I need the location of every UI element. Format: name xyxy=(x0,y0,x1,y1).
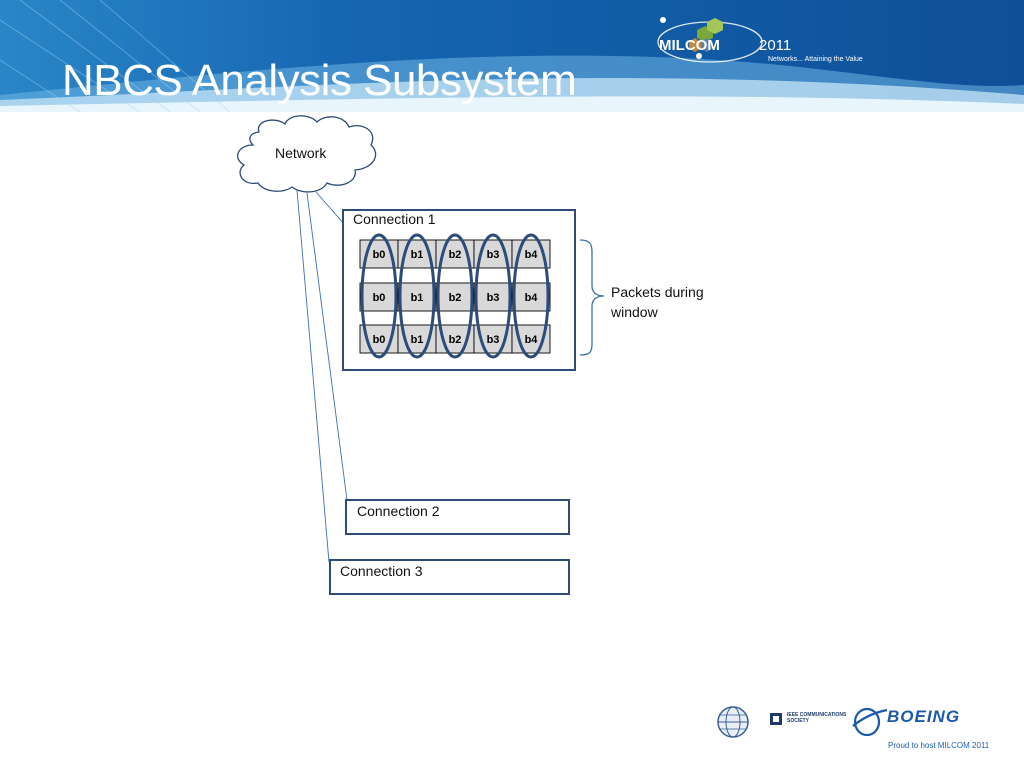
milcom-logo: MILCOM 2011 Networks... Attaining the Va… xyxy=(655,12,895,72)
packet-cell-label: b0 xyxy=(373,334,386,346)
packet-cell-label: b3 xyxy=(487,249,500,261)
milcom-year: 2011 xyxy=(759,37,792,54)
packets-window-label: Packets during window xyxy=(611,284,704,320)
network-label: Network xyxy=(275,145,327,161)
slide-title: NBCS Analysis Subsystem xyxy=(62,56,577,105)
packet-cell-label: b1 xyxy=(411,334,424,346)
packet-column-ellipse xyxy=(436,233,474,359)
packet-cell-label: b2 xyxy=(449,334,462,346)
packet-cell-label: b1 xyxy=(411,292,424,304)
afcea-globe-icon xyxy=(717,706,749,738)
packet-cell-label: b3 xyxy=(487,292,500,304)
packet-cell-label: b0 xyxy=(373,292,386,304)
window-brace xyxy=(579,239,605,356)
connection-2-label: Connection 2 xyxy=(357,503,440,519)
connection-2-box xyxy=(345,499,570,535)
packet-cell-label: b2 xyxy=(449,292,462,304)
network-cloud-icon xyxy=(236,115,377,193)
ieee-comsoc-icon xyxy=(770,713,782,725)
packet-cell-label: b4 xyxy=(525,292,539,304)
link-connection-3 xyxy=(296,189,330,563)
packet-column-ellipse xyxy=(360,233,398,359)
footer-logo-graphics xyxy=(717,706,888,738)
packet-column-ellipse xyxy=(474,233,512,359)
milcom-tagline: Networks... Attaining the Value xyxy=(768,56,863,63)
packet-column-ellipse xyxy=(512,233,550,359)
boeing-wordmark: BOEING xyxy=(887,707,961,726)
packet-column-ellipse xyxy=(398,233,436,359)
proud-host-text: Proud to host MILCOM 2011 xyxy=(888,741,990,750)
packet-cell xyxy=(511,282,551,312)
packet-cell-label: b4 xyxy=(525,334,539,346)
ieee-comsoc-text: IEEE COMMUNICATIONS SOCIETY xyxy=(787,712,847,724)
packet-cell-label: b1 xyxy=(411,249,424,261)
connection-3-label: Connection 3 xyxy=(340,563,423,579)
packet-cell-label: b2 xyxy=(449,249,462,261)
milcom-name: MILCOM xyxy=(659,37,720,54)
packet-cell xyxy=(359,282,399,312)
column-ellipses xyxy=(360,233,550,359)
packet-cell xyxy=(435,282,475,312)
packet-rows: b0 b1 b2 b3 b4 b0 b1 b2 b3 b4 b0 b1 b2 b3 b4 xyxy=(359,239,551,354)
packet-cell-label: b4 xyxy=(525,249,539,261)
connection-3-box xyxy=(329,559,570,595)
header-banner: NBCS Analysis Subsystem MILCOM 2011 Netw… xyxy=(0,0,1024,112)
connection-1-label: Connection 1 xyxy=(353,211,436,227)
boeing-logo-icon xyxy=(852,707,888,737)
packet-cell xyxy=(397,282,437,312)
packet-cell-label: b3 xyxy=(487,334,500,346)
packet-cell xyxy=(473,282,513,312)
footer-logos: IEEE COMMUNICATIONS SOCIETY BOEING Proud… xyxy=(715,704,1015,764)
milcom-emblem-icon xyxy=(657,17,763,63)
packet-cell-label: b0 xyxy=(373,249,386,261)
header-background xyxy=(0,0,1024,112)
link-connection-2 xyxy=(306,192,348,501)
